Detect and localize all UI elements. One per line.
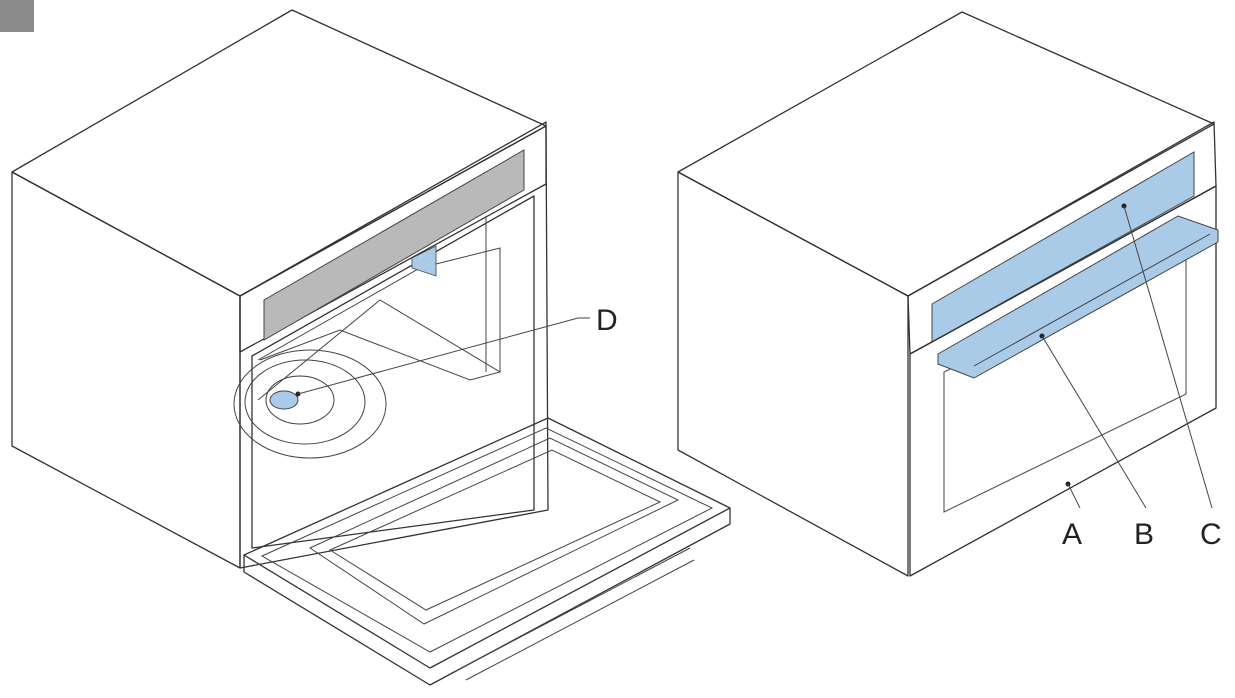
open-door-outer (243, 417, 731, 669)
left-oven-top-face (11, 9, 547, 297)
right-oven-side-face (677, 171, 909, 577)
left-cavity (251, 195, 535, 549)
left-cavity-back-edge (257, 247, 501, 372)
open-door-thickness (243, 508, 731, 686)
left-oven-open (11, 9, 731, 686)
callout-line-a (1067, 483, 1081, 509)
left-cavity-floor-edge (257, 299, 502, 401)
callout-line-c (1123, 205, 1213, 509)
left-oven-front-frame (239, 125, 549, 569)
left-oven-side-face (11, 171, 241, 569)
callout-line-d (297, 317, 590, 395)
turntable-outer (233, 349, 387, 459)
door-handle-edge (449, 547, 691, 675)
open-door-rim (260, 427, 714, 653)
label-c: C (1200, 518, 1222, 551)
door-handle-edge-line (973, 233, 1211, 367)
right-door (909, 185, 1217, 577)
right-oven-closed (677, 11, 1219, 577)
left-cavity-blue-part (411, 245, 437, 277)
label-a: A (1062, 518, 1082, 551)
figure-number-tab (0, 0, 34, 32)
label-b: B (1134, 518, 1154, 551)
door-handle-edge-2 (465, 559, 695, 681)
left-panel-display (263, 149, 525, 341)
open-door-window-inner (328, 449, 662, 611)
door-handle (937, 215, 1219, 379)
open-door-window (308, 437, 680, 625)
callout-line-b (1041, 335, 1147, 509)
left-control-panel (239, 121, 547, 353)
turntable-coupling (269, 390, 299, 410)
right-panel-display (931, 151, 1195, 343)
turntable-inner (265, 375, 335, 425)
callouts (297, 203, 1213, 509)
label-d: D (596, 304, 618, 337)
turntable-middle (244, 359, 366, 445)
